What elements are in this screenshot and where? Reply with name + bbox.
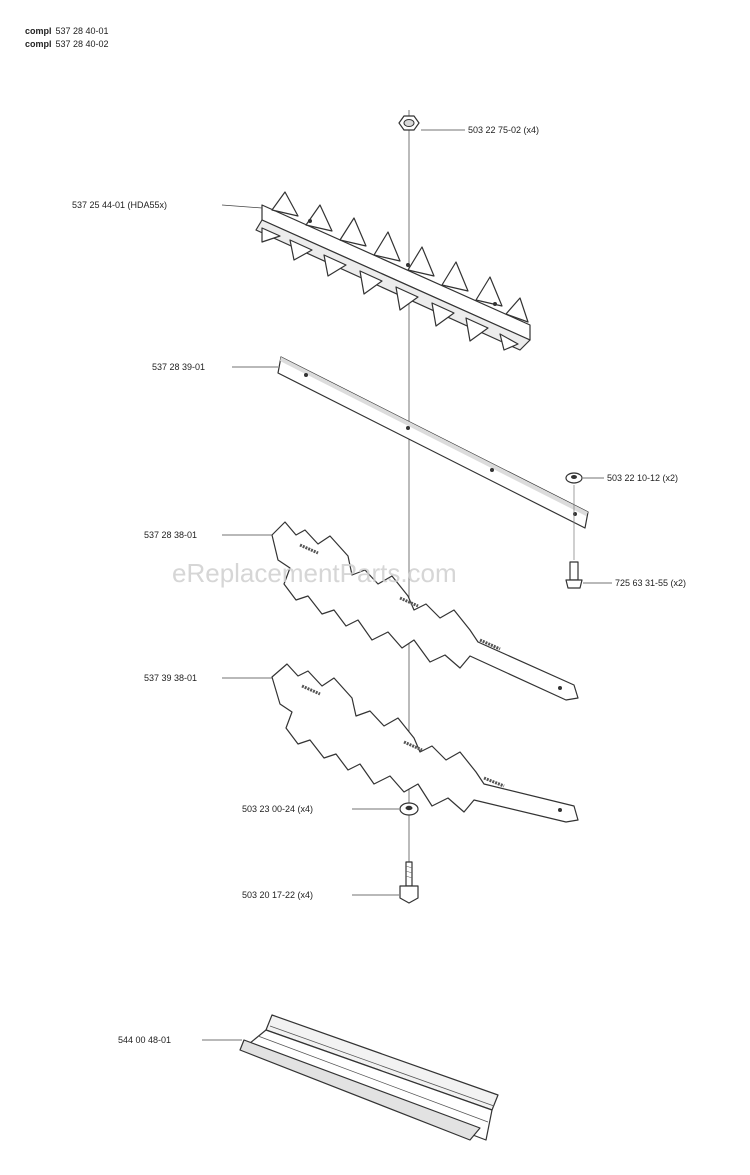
nut-top-part <box>398 115 420 131</box>
label-blade-cover: 544 00 48-01 <box>118 1035 171 1045</box>
label-nut-top: 503 22 75-02 (x4) <box>468 125 539 135</box>
label-blade-lower: 537 39 38-01 <box>144 673 197 683</box>
label-bolt-bottom: 503 20 17-22 (x4) <box>242 890 313 900</box>
blade-upper-part <box>271 521 579 701</box>
watermark-text: eReplacementParts.com <box>172 558 457 588</box>
washer-bottom-part <box>399 802 419 816</box>
header-code: 537 28 40-02 <box>55 39 109 49</box>
label-spacer-bar: 537 28 39-01 <box>152 362 205 372</box>
spacer-bar-part <box>277 356 589 529</box>
washer-right-part <box>565 472 583 560</box>
header-prefix: compl <box>25 39 52 49</box>
label-screw-right: 725 63 31-55 (x2) <box>615 578 686 588</box>
label-guard-upper: 537 25 44-01 (HDA55x) <box>72 200 167 210</box>
bolt-bottom-part <box>399 861 419 904</box>
label-washer-right: 503 22 10-12 (x2) <box>607 473 678 483</box>
guard-upper-part <box>255 191 531 351</box>
leader-guard-upper <box>221 204 263 209</box>
blade-lower-part <box>271 663 579 823</box>
label-blade-upper: 537 28 38-01 <box>144 530 197 540</box>
label-washer-bottom: 503 23 00-24 (x4) <box>242 804 313 814</box>
screw-right-part <box>565 561 583 589</box>
header-prefix: compl <box>25 26 52 36</box>
header-code: 537 28 40-01 <box>55 26 109 36</box>
blade-cover-part <box>239 1014 499 1141</box>
